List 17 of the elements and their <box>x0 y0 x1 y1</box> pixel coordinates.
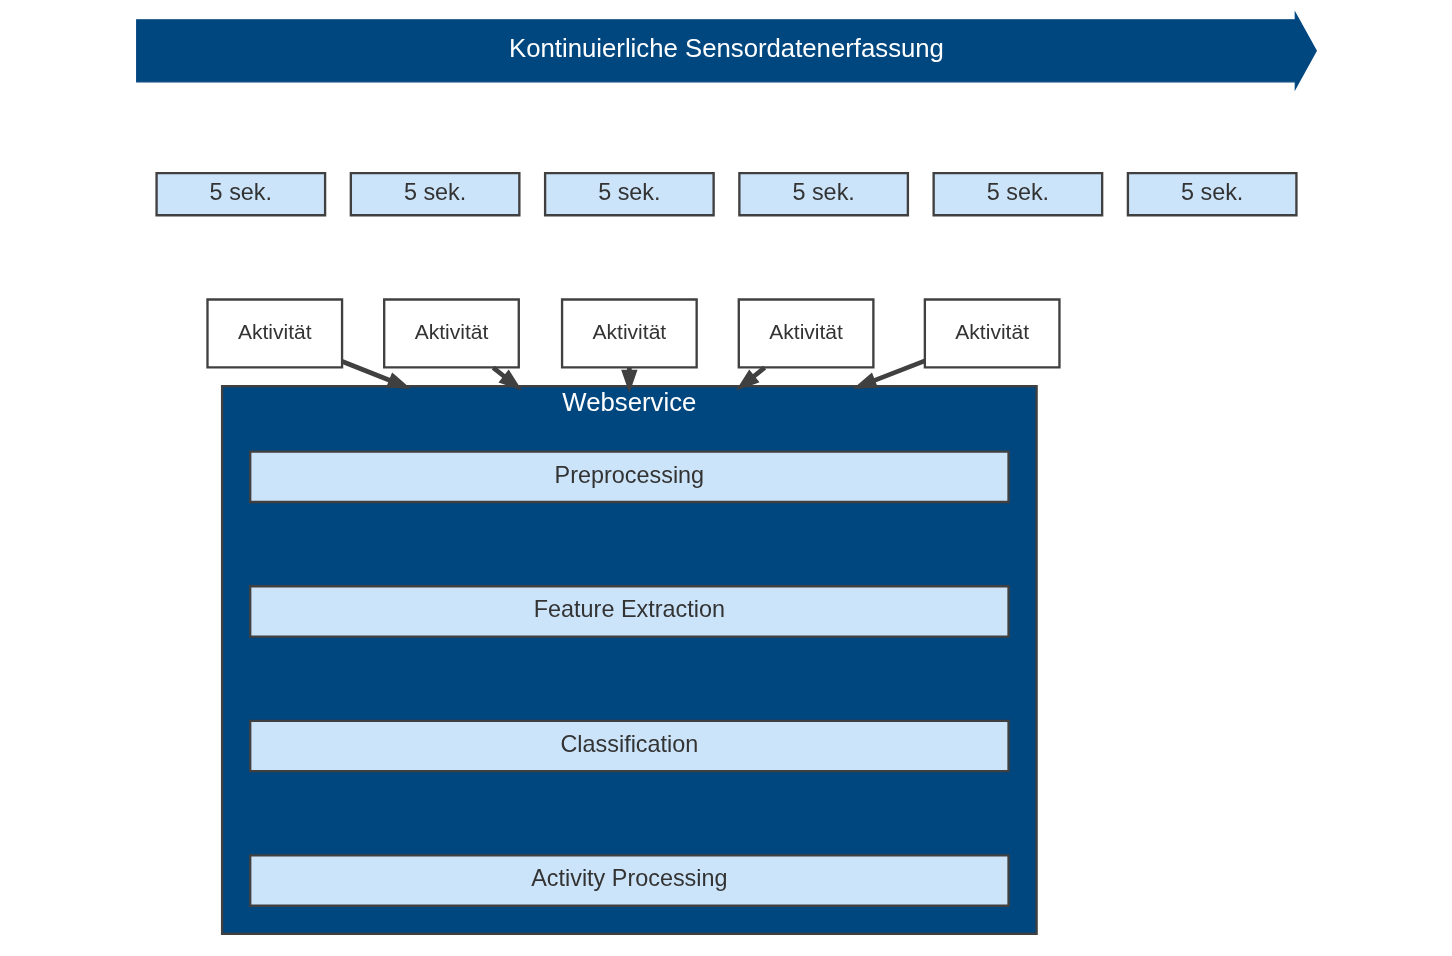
arrow <box>852 358 926 389</box>
arrow <box>340 359 411 389</box>
node-box: Preprocessing <box>248 450 1010 504</box>
node-box: Aktivität <box>560 298 698 369</box>
node-box: Aktivität <box>382 298 520 369</box>
node-box: 5 sek. <box>1126 171 1298 217</box>
node-box: Aktivität <box>205 298 343 369</box>
node-box: 5 sek. <box>154 171 326 217</box>
node-box: 5 sek. <box>737 171 909 217</box>
node-box: Classification <box>248 719 1010 773</box>
node-box: Aktivität <box>737 298 875 369</box>
node-box: Aktivität <box>923 298 1061 369</box>
node-box: Activity Processing <box>248 854 1010 907</box>
node-box: 5 sek. <box>931 171 1103 217</box>
node-box: Feature Extraction <box>248 585 1010 638</box>
node-box: 5 sek. <box>543 171 715 217</box>
node-box: 5 sek. <box>349 171 521 217</box>
